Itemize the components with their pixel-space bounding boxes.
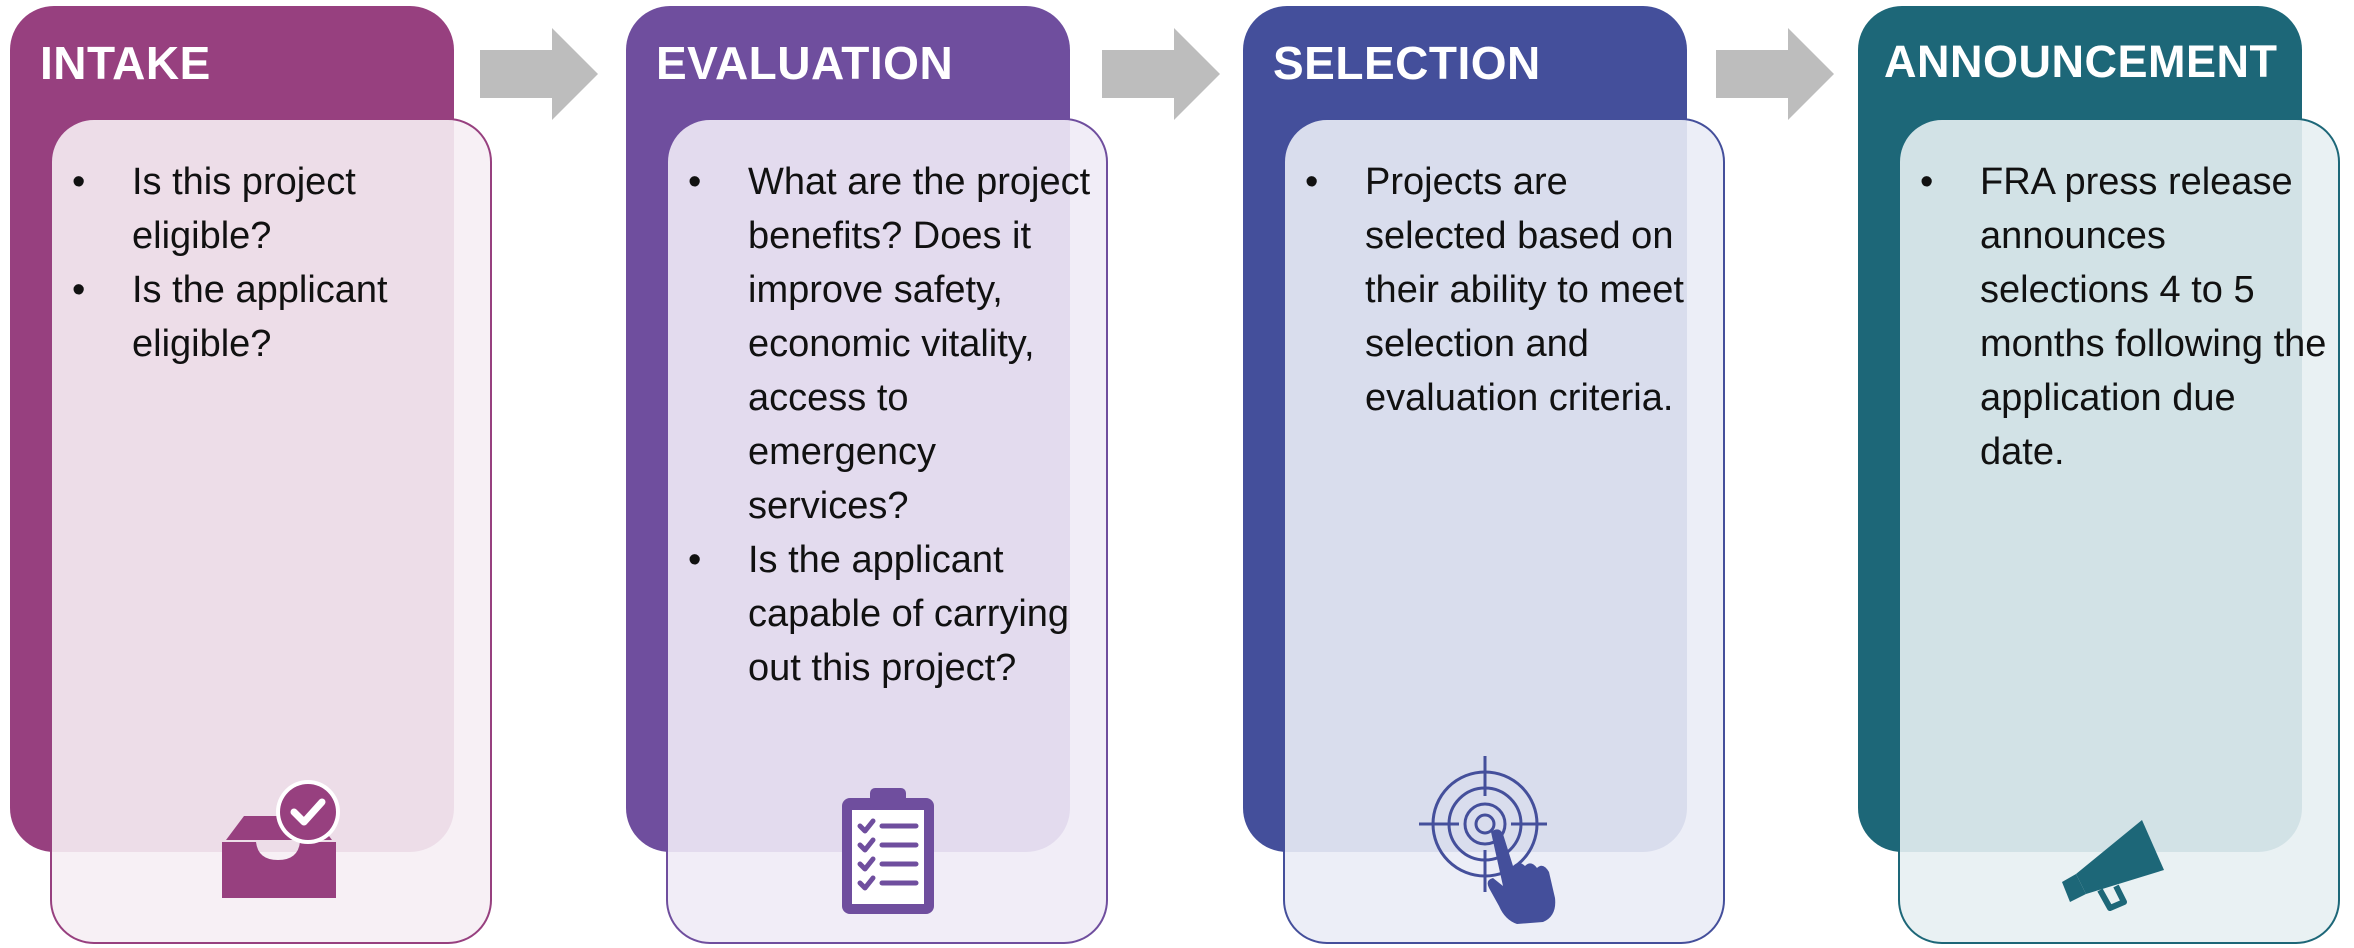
stage-announcement: ANNOUNCEMENT FRA press release announces… [1858, 0, 2340, 948]
stage-evaluation: EVALUATION What are the project benefits… [626, 0, 1108, 948]
bullet-item: Projects are selected based on their abi… [1305, 156, 1715, 426]
inbox-check-icon [222, 780, 340, 898]
stage-intake: INTAKE Is this project eligible? Is the … [10, 0, 492, 948]
arrow-right-icon [480, 28, 598, 120]
bullet-item: What are the project benefits? Does it i… [688, 156, 1098, 534]
arrow-right-icon [1102, 28, 1220, 120]
bullet-list: What are the project benefits? Does it i… [688, 156, 1098, 696]
stage-title: ANNOUNCEMENT [1884, 36, 2278, 87]
clipboard-checklist-icon [842, 788, 934, 914]
bullet-item: Is the applicant capable of carrying out… [688, 534, 1098, 696]
bullet-item: Is this project eligible? [72, 156, 482, 264]
stage-title: EVALUATION [656, 37, 954, 89]
stage-content-card: FRA press release announces selections 4… [1898, 118, 2340, 944]
stage-title: SELECTION [1273, 37, 1541, 89]
stage-title: INTAKE [40, 37, 211, 89]
stage-content-card: What are the project benefits? Does it i… [666, 118, 1108, 944]
bullet-item: Is the applicant eligible? [72, 264, 482, 372]
bullet-item: FRA press release announces selections 4… [1920, 156, 2330, 480]
stage-selection: SELECTION Projects are selected based on… [1243, 0, 1725, 948]
target-hand-icon [1419, 756, 1556, 924]
stage-content-card: Projects are selected based on their abi… [1283, 118, 1725, 944]
megaphone-icon [2062, 820, 2164, 911]
bullet-list: Is this project eligible? Is the applica… [72, 156, 482, 372]
bullet-list: Projects are selected based on their abi… [1305, 156, 1715, 426]
bullet-list: FRA press release announces selections 4… [1920, 156, 2330, 480]
arrow-right-icon [1716, 28, 1834, 120]
stage-content-card: Is this project eligible? Is the applica… [50, 118, 492, 944]
